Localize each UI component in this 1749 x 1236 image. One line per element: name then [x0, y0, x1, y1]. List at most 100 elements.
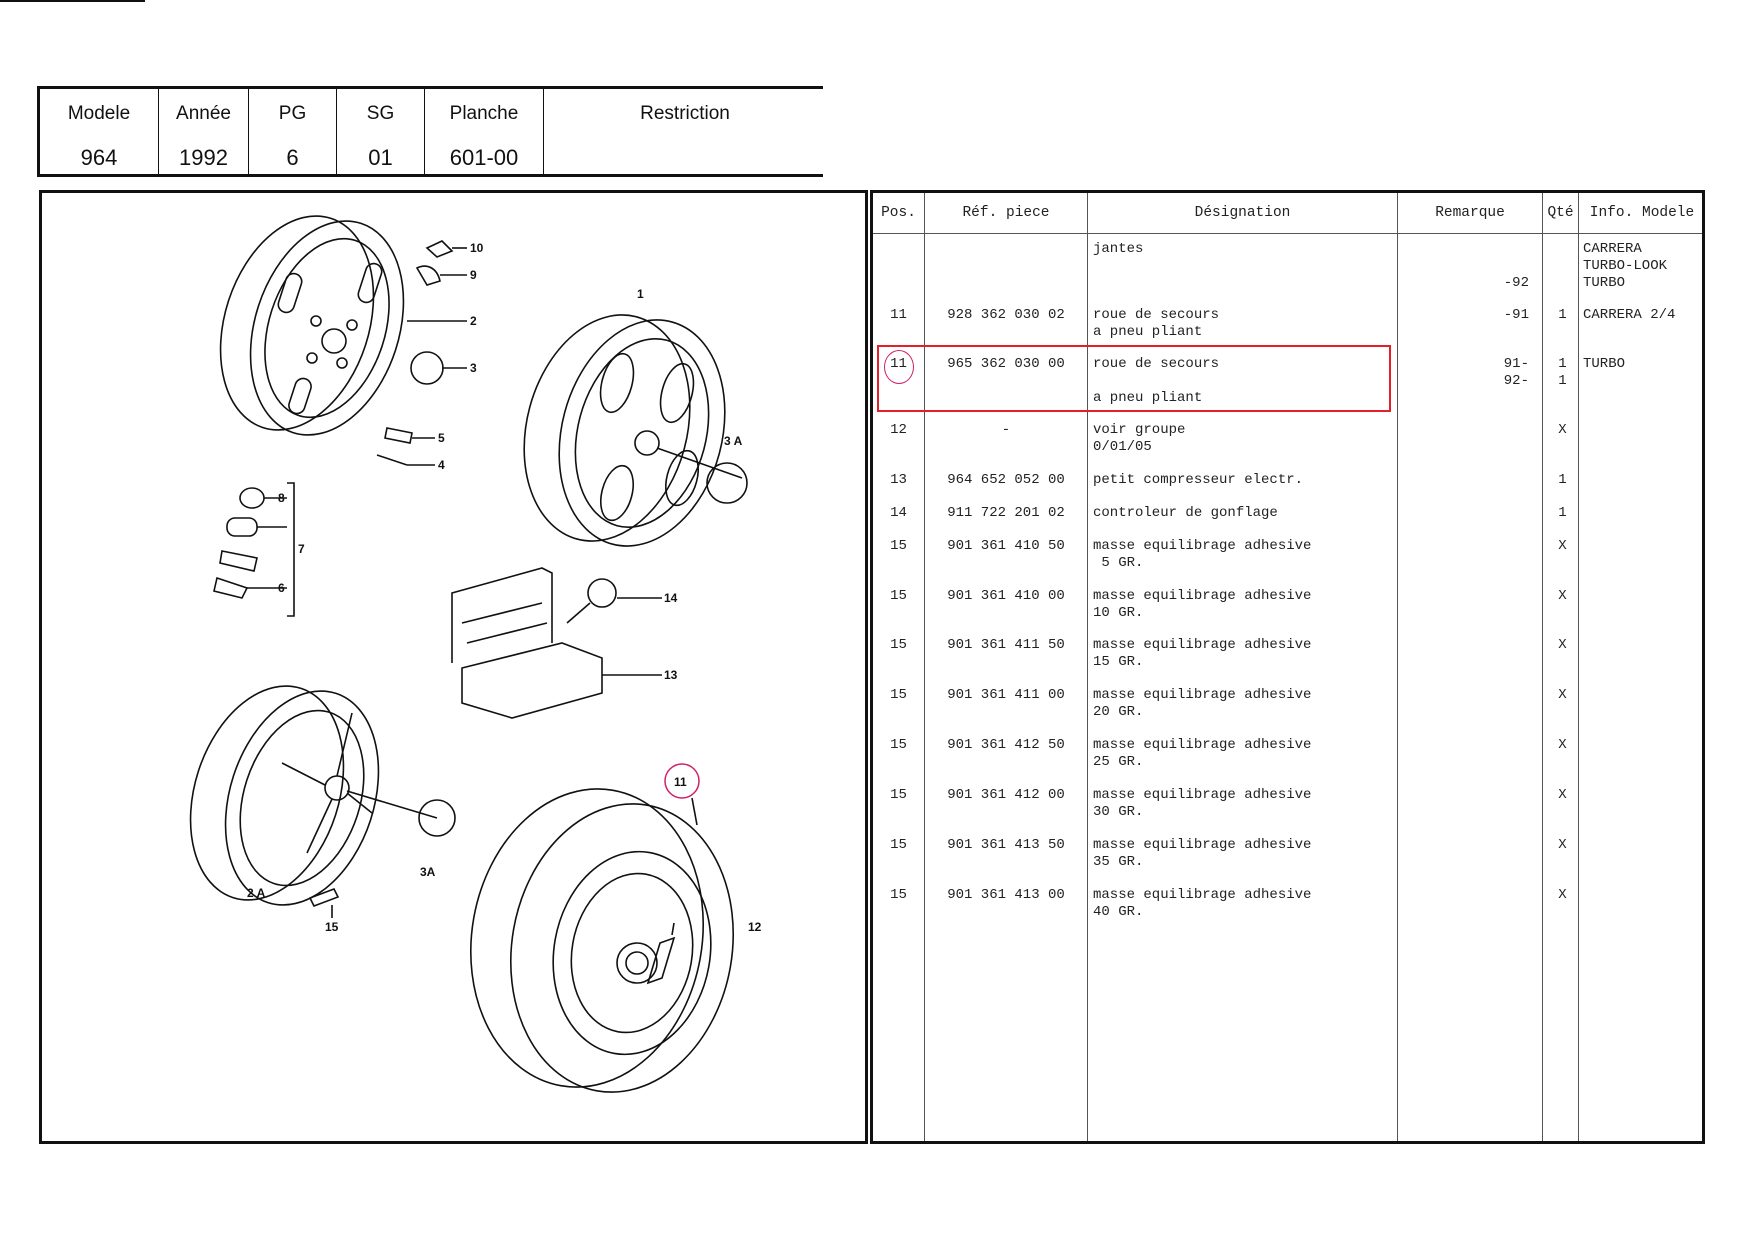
header-col-modele: Modele 964: [40, 89, 159, 174]
cell-ref: 928 362 030 02: [947, 307, 1065, 323]
col-divider: [1397, 193, 1398, 1141]
compressor-case-illustration: [451, 567, 662, 719]
cell-ref: 901 361 411 00: [947, 687, 1065, 703]
header-label: Restriction: [640, 103, 730, 124]
cell-qty: X: [1558, 837, 1567, 853]
col-header-ref: Réf. piece: [962, 205, 1050, 221]
header-label: Planche: [449, 103, 519, 124]
cell-qty: X: [1558, 637, 1567, 653]
cell-ref: 964 652 052 00: [947, 472, 1065, 488]
callout-15: 15: [325, 920, 339, 934]
cell-pos: 15: [890, 887, 907, 903]
cell-designation: jantes: [1093, 241, 1144, 257]
cell-designation: petit compresseur electr.: [1093, 472, 1304, 488]
cell-designation: masse equilibrage adhesive 40 GR.: [1093, 887, 1312, 920]
parts-drawing-panel: 10 9 2 3 1 3 A 5 4 8 7 6 14 13 11 2 A 3A…: [39, 190, 868, 1144]
weight-and-strip: [308, 887, 676, 985]
callout-3a-lower: 3A: [420, 865, 436, 879]
cell-designation: masse equilibrage adhesive 10 GR.: [1093, 588, 1312, 621]
callout-labels: 10 9 2 3 1 3 A 5 4 8 7 6 14 13 11 2 A 3A…: [247, 241, 762, 934]
cell-pos: 13: [890, 472, 907, 488]
cell-pos: 15: [890, 787, 907, 803]
callout-13: 13: [664, 668, 678, 682]
callout-8: 8: [278, 491, 285, 505]
cell-qty: X: [1558, 737, 1567, 753]
callout-2: 2: [470, 314, 477, 328]
wheel-2a-illustration: [189, 685, 456, 906]
cell-pos: 15: [890, 737, 907, 753]
header-col-planche: Planche 601-00: [425, 89, 544, 174]
cell-ref: 901 361 410 50: [947, 538, 1065, 554]
cell-remarque: 91- 92-: [1503, 356, 1529, 389]
cell-pos: 15: [890, 588, 907, 604]
header-col-annee: Année 1992: [159, 89, 249, 174]
cell-designation: roue de secours a pneu pliant: [1093, 307, 1220, 340]
cell-ref: 901 361 411 50: [947, 637, 1065, 653]
callout-1: 1: [637, 287, 644, 301]
col-header-info: Info. Modele: [1589, 205, 1695, 221]
cell-ref: 901 361 412 00: [947, 787, 1065, 803]
cell-designation: masse equilibrage adhesive 20 GR.: [1093, 687, 1312, 720]
header-label: Modele: [67, 103, 131, 124]
cell-qty: 1: [1558, 472, 1567, 488]
cell-designation: voir groupe 0/01/05: [1093, 422, 1186, 455]
highlighted-row-box: [877, 345, 1391, 412]
col-header-pos: Pos.: [881, 205, 916, 221]
callout-4: 4: [438, 458, 445, 472]
valve-parts-4-8: [213, 427, 435, 617]
cell-qty: X: [1558, 687, 1567, 703]
cell-ref: 901 361 413 50: [947, 837, 1065, 853]
col-divider: [1542, 193, 1543, 1141]
cell-pos: 15: [890, 687, 907, 703]
callout-3a: 3 A: [724, 434, 743, 448]
callout-11: 11: [674, 775, 687, 789]
cell-qty: X: [1558, 588, 1567, 604]
header-divider: [873, 233, 1702, 234]
exploded-view-drawing: 10 9 2 3 1 3 A 5 4 8 7 6 14 13 11 2 A 3A…: [189, 215, 762, 1093]
cell-qty: 1 1: [1558, 356, 1567, 389]
header-value: 01: [368, 145, 393, 170]
cell-qty: X: [1558, 887, 1567, 903]
header-col-restriction: Restriction: [544, 89, 826, 174]
col-divider: [924, 193, 925, 1141]
header-value: 6: [286, 145, 299, 170]
cell-qty: X: [1558, 787, 1567, 803]
cell-pos: 11: [890, 307, 907, 323]
cell-ref: 901 361 410 00: [947, 588, 1065, 604]
callout-10: 10: [470, 241, 484, 255]
header-info-table: Modele 964 Année 1992 PG 6 SG 01 Planche…: [37, 86, 823, 177]
header-value: 1992: [179, 145, 228, 170]
cell-ref: 965 362 030 00: [947, 356, 1065, 372]
cell-pos: 11: [890, 356, 907, 372]
cell-designation: masse equilibrage adhesive 15 GR.: [1093, 637, 1312, 670]
top-edge-line: [0, 0, 145, 2]
cell-designation: masse equilibrage adhesive 30 GR.: [1093, 787, 1312, 820]
callout-14: 14: [664, 591, 678, 605]
callout-12: 12: [748, 920, 762, 934]
cell-designation: masse equilibrage adhesive 25 GR.: [1093, 737, 1312, 770]
header-label: SG: [366, 103, 395, 124]
cell-info: CARRERA 2/4: [1583, 307, 1676, 323]
cell-pos: 12: [890, 422, 907, 438]
header-col-sg: SG 01: [337, 89, 425, 174]
cell-pos: 15: [890, 538, 907, 554]
cell-qty: X: [1558, 538, 1567, 554]
callout-6: 6: [278, 581, 285, 595]
small-parts-9-10: [407, 240, 467, 385]
cell-designation: masse equilibrage adhesive 35 GR.: [1093, 837, 1312, 870]
wheel-2-illustration: [219, 215, 405, 436]
cell-ref: -: [1001, 422, 1011, 438]
header-value: 964: [80, 145, 118, 170]
col-header-designation: Désignation: [1194, 205, 1291, 221]
col-divider: [1087, 193, 1088, 1141]
col-header-remarque: Remarque: [1435, 205, 1505, 221]
col-divider: [1578, 193, 1579, 1141]
wheel-1-illustration: [523, 314, 748, 547]
cell-ref: 911 722 201 02: [947, 505, 1065, 521]
callout-9: 9: [470, 268, 477, 282]
cell-qty: X: [1558, 422, 1567, 438]
circled-position-marker: [884, 350, 914, 384]
callout-5: 5: [438, 431, 445, 445]
header-value: 601-00: [449, 145, 519, 170]
cell-pos: 15: [890, 637, 907, 653]
